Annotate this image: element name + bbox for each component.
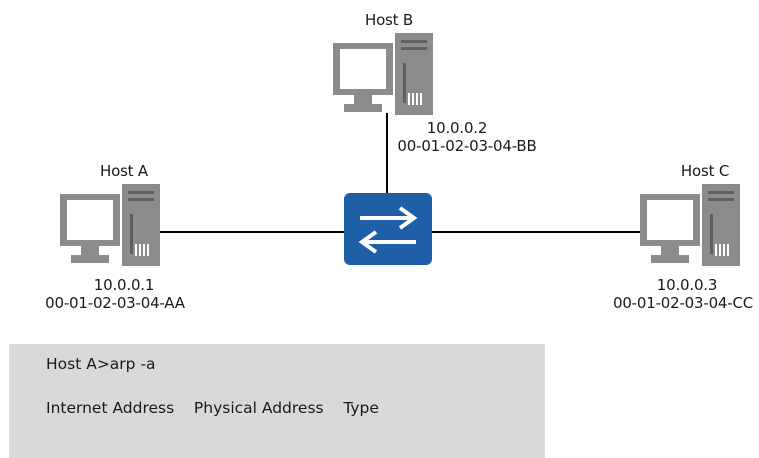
host-b-mac: 00-01-02-03-04-BB bbox=[397, 137, 537, 155]
host-b-computer-icon bbox=[333, 33, 433, 115]
host-c-mac: 00-01-02-03-04-CC bbox=[612, 294, 754, 312]
console-table-header: Internet Address Physical Address Type bbox=[46, 399, 379, 417]
host-a-mac: 00-01-02-03-04-AA bbox=[45, 294, 185, 312]
host-a-name: Host A bbox=[100, 162, 148, 180]
host-a-ip: 10.0.0.1 bbox=[93, 276, 155, 294]
arp-console-box: Host A>arp -a Internet Address Physical … bbox=[9, 344, 545, 458]
host-b-ip: 10.0.0.2 bbox=[426, 119, 488, 137]
switch-icon bbox=[344, 193, 432, 265]
console-command: Host A>arp -a bbox=[46, 355, 156, 373]
host-c-computer-icon bbox=[640, 184, 740, 266]
host-a-computer-icon bbox=[60, 184, 160, 266]
host-c-ip: 10.0.0.3 bbox=[656, 276, 718, 294]
host-c-name: Host C bbox=[680, 162, 730, 180]
host-b-name: Host B bbox=[364, 11, 414, 29]
